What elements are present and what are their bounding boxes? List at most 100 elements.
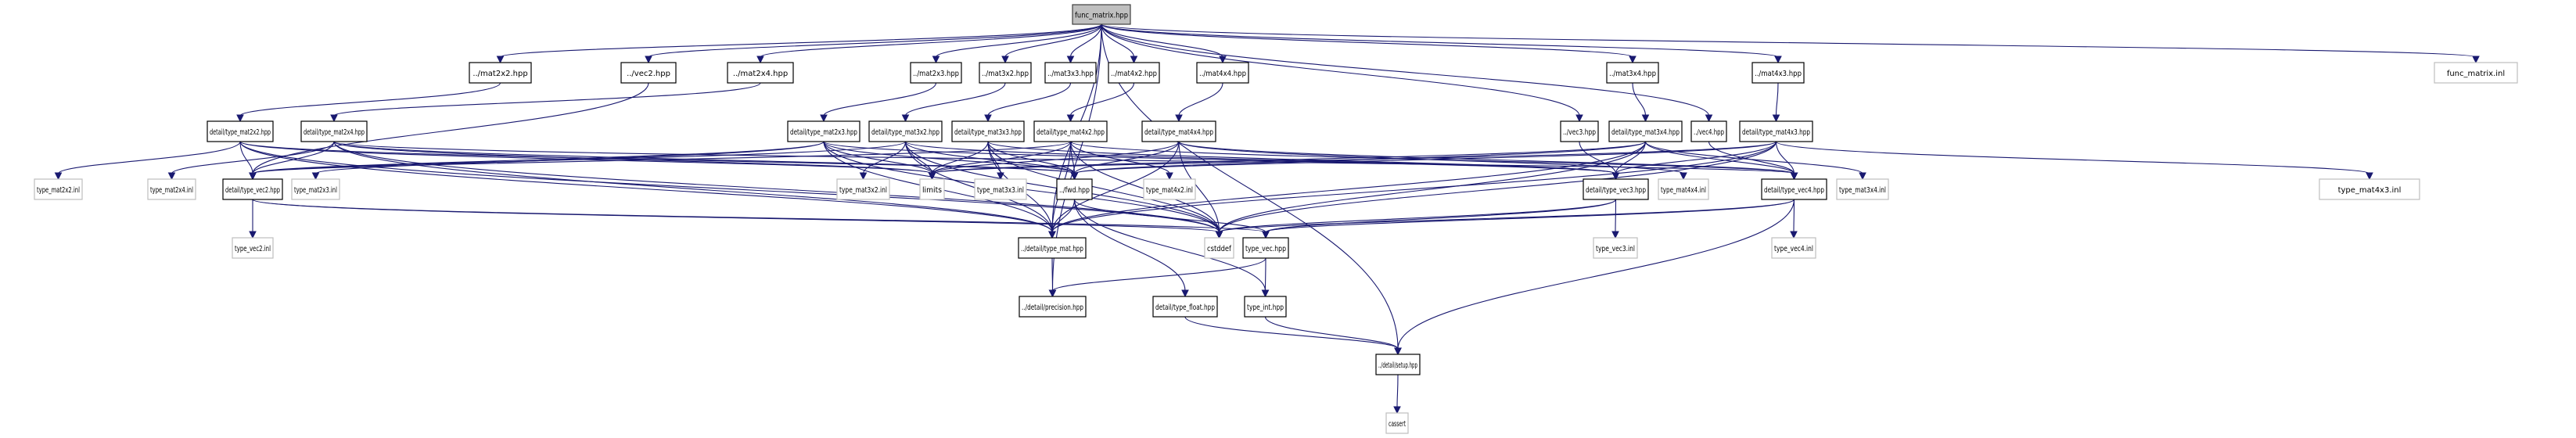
node-mat4x3-hpp[interactable]: ../mat4x3.hpp xyxy=(1751,62,1805,84)
node-mat3x3-hpp[interactable]: ../mat3x3.hpp xyxy=(1044,62,1097,84)
arrowhead-icon xyxy=(1575,114,1583,123)
edge-line xyxy=(931,141,1647,174)
node-type-mat4x4-hpp[interactable]: detail/type_mat4x4.hpp xyxy=(1141,120,1216,142)
node-type-mat4x3-hpp[interactable]: detail/type_mat4x3.hpp xyxy=(1739,120,1813,142)
edge-line xyxy=(1069,23,1102,58)
node-label: type_mat3x2.inl xyxy=(839,186,887,195)
edge-type_mat2x2_hpp-to-type_mat2x2_inl xyxy=(54,141,241,181)
node-box xyxy=(1143,178,1196,200)
node-type-vec3-hpp[interactable]: detail/type_vec3.hpp xyxy=(1583,178,1649,200)
node-box xyxy=(919,178,945,200)
edge-line xyxy=(1073,199,1266,292)
node-box xyxy=(620,62,677,84)
edge-line xyxy=(252,141,907,174)
edge-func_matrix_hpp-to-func_matrix_inl xyxy=(1101,23,2480,64)
node-type-mat4x4-inl: type_mat4x4.inl xyxy=(1658,178,1709,200)
node-label: detail/type_float.hpp xyxy=(1155,303,1215,312)
node-label: detail/type_mat2x3.hpp xyxy=(790,128,857,137)
node-type-mat2x4-hpp[interactable]: detail/type_mat2x4.hpp xyxy=(300,120,368,142)
node-label: ../mat4x2.hpp xyxy=(1111,70,1157,78)
edge-line xyxy=(1775,141,2370,174)
edge-func_matrix_hpp-to-mat2x4_hpp xyxy=(756,23,1102,64)
node-precision-hpp[interactable]: ../detail/precision.hpp xyxy=(1019,296,1087,318)
arrowhead-icon xyxy=(984,114,992,123)
edges-layer xyxy=(54,23,2480,415)
edge-line xyxy=(252,141,335,174)
edge-line xyxy=(1579,141,1617,174)
node-label: detail/type_mat3x3.hpp xyxy=(954,128,1022,137)
edge-line xyxy=(252,141,1072,174)
node-mat4x4-hpp[interactable]: ../mat4x4.hpp xyxy=(1196,62,1249,84)
arrowhead-icon xyxy=(1680,172,1687,181)
node-mat2x3-hpp[interactable]: ../mat2x3.hpp xyxy=(910,62,962,84)
node-label: type_mat3x3.inl xyxy=(977,186,1024,195)
node-box xyxy=(1108,62,1160,84)
edge-line xyxy=(987,82,1072,117)
node-type-mat3x4-hpp[interactable]: detail/type_mat3x4.hpp xyxy=(1608,120,1683,142)
arrowhead-icon xyxy=(1772,114,1780,123)
node-mat4x2-hpp[interactable]: ../mat4x2.hpp xyxy=(1108,62,1160,84)
node-setup-hpp[interactable]: ../detail/setup.hpp xyxy=(1375,354,1421,375)
edge-line xyxy=(931,141,989,174)
arrowhead-icon xyxy=(928,172,936,181)
edge-type_mat2x4_hpp-to-type_mat2x4_inl xyxy=(167,141,335,181)
node-type-vec2-hpp[interactable]: detail/type_vec2.hpp xyxy=(222,178,283,200)
arrowhead-icon xyxy=(54,172,63,181)
node-type-mat-hpp[interactable]: ../detail/type_mat.hpp xyxy=(1018,237,1087,259)
node-box xyxy=(469,62,532,84)
node-vec2-hpp[interactable]: ../vec2.hpp xyxy=(620,62,677,84)
edge-type_mat4x3_hpp-to-type_vec4_hpp xyxy=(1775,141,1798,181)
edge-type_mat4x3_hpp-to-fwd_hpp xyxy=(1070,141,1777,181)
node-box xyxy=(1583,178,1649,200)
edge-type_vec_hpp-to-precision_hpp xyxy=(1048,257,1266,298)
arrowhead-icon xyxy=(1790,172,1798,181)
node-mat2x2-hpp[interactable]: ../mat2x2.hpp xyxy=(469,62,532,84)
arrowhead-icon xyxy=(167,172,176,181)
arrowhead-icon xyxy=(330,114,338,123)
node-box xyxy=(300,120,368,142)
edge-line xyxy=(252,199,1220,233)
node-label: detail/type_vec3.hpp xyxy=(1586,186,1646,195)
edge-line xyxy=(1615,141,1777,174)
node-label: type_vec4.inl xyxy=(1774,245,1813,253)
node-type-int-hpp[interactable]: type_int.hpp xyxy=(1244,296,1287,318)
node-box xyxy=(2319,178,2420,200)
node-box xyxy=(1608,120,1683,142)
node-type-mat3x2-hpp[interactable]: detail/type_mat3x2.hpp xyxy=(868,120,943,142)
arrowhead-icon xyxy=(1790,231,1798,239)
node-vec3-hpp[interactable]: ../vec3.hpp xyxy=(1560,120,1599,142)
edge-line xyxy=(1101,23,1779,58)
node-mat3x4-hpp[interactable]: ../mat3x4.hpp xyxy=(1606,62,1659,84)
node-type-mat3x3-hpp[interactable]: detail/type_mat3x3.hpp xyxy=(951,120,1025,142)
node-vec4-hpp[interactable]: ../vec4.hpp xyxy=(1690,120,1727,142)
node-type-mat4x2-hpp[interactable]: detail/type_mat4x2.hpp xyxy=(1033,120,1108,142)
node-box xyxy=(1072,4,1131,25)
edge-func_matrix_hpp-to-vec2_hpp xyxy=(645,23,1102,64)
edge-line xyxy=(333,141,1795,174)
node-mat2x4-hpp[interactable]: ../mat2x4.hpp xyxy=(727,62,794,84)
edge-type_mat4x3_hpp-to-type_vec3_hpp xyxy=(1611,141,1777,181)
node-type-mat2x2-hpp[interactable]: detail/type_mat2x2.hpp xyxy=(207,120,274,142)
node-box xyxy=(1593,237,1638,259)
node-box xyxy=(1152,296,1218,318)
node-fwd-hpp[interactable]: ../fwd.hpp xyxy=(1056,178,1093,200)
node-type-mat2x3-hpp[interactable]: detail/type_mat2x3.hpp xyxy=(787,120,860,142)
edge-line xyxy=(239,82,501,117)
edge-mat3x3_hpp-to-type_mat3x3_hpp xyxy=(984,82,1072,123)
edge-line xyxy=(1218,199,1617,233)
arrowhead-icon xyxy=(1611,172,1620,181)
node-type-vec4-hpp[interactable]: detail/type_vec4.hpp xyxy=(1761,178,1827,200)
edge-line xyxy=(1265,199,1795,233)
node-label: ../mat2x2.hpp xyxy=(472,70,527,78)
arrowhead-icon xyxy=(1641,114,1650,123)
arrowhead-icon xyxy=(249,172,257,181)
node-mat3x2-hpp[interactable]: ../mat3x2.hpp xyxy=(979,62,1032,84)
edge-type_mat3x4_hpp-to-type_vec4_hpp xyxy=(1644,141,1798,181)
edge-line xyxy=(987,141,1076,174)
node-type-vec-hpp[interactable]: type_vec.hpp xyxy=(1242,237,1289,259)
node-box xyxy=(1244,296,1287,318)
edge-line xyxy=(252,199,1266,233)
node-type-float-hpp[interactable]: detail/type_float.hpp xyxy=(1152,296,1218,318)
node-func-matrix-hpp[interactable]: func_matrix.hpp xyxy=(1072,4,1131,25)
arrowhead-icon xyxy=(1262,231,1270,239)
